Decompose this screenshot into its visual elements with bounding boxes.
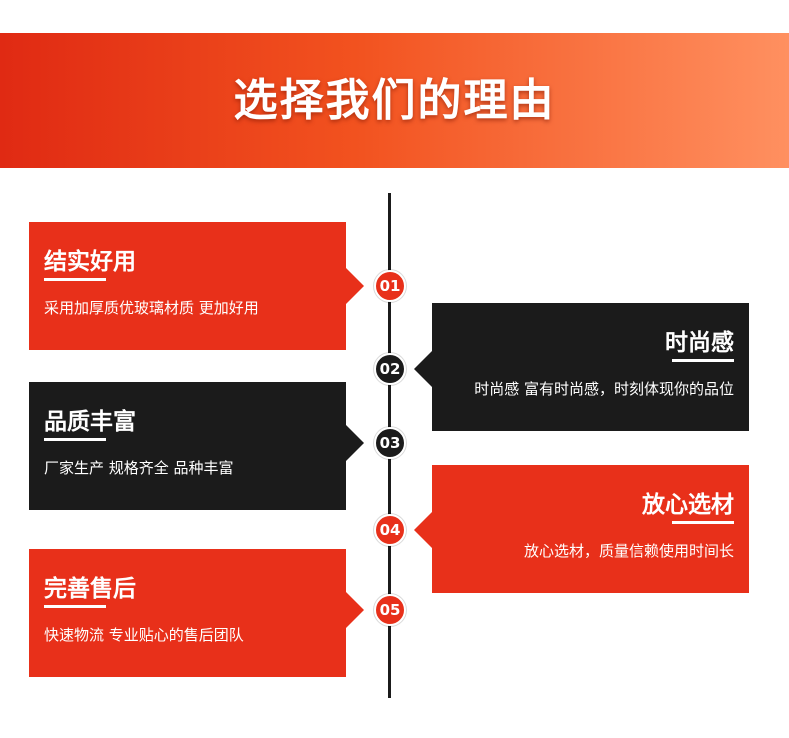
- step-number-badge: 05: [374, 594, 406, 626]
- card-pointer: [414, 512, 432, 548]
- reason-card-4: 放心选材 放心选材，质量信赖使用时间长: [432, 465, 749, 593]
- heading-underline: [44, 438, 106, 441]
- step-number-badge: 02: [374, 353, 406, 385]
- reason-card-5: 完善售后 快速物流 专业贴心的售后团队: [29, 549, 346, 677]
- reason-heading: 放心选材: [642, 492, 734, 518]
- reason-card-1: 结实好用 采用加厚质优玻璃材质 更加好用: [29, 222, 346, 350]
- step-number-badge: 04: [374, 514, 406, 546]
- banner: 选择我们的理由: [0, 33, 789, 168]
- reason-heading: 品质丰富: [44, 409, 136, 435]
- step-number-badge: 01: [374, 270, 406, 302]
- reason-description: 放心选材，质量信赖使用时间长: [523, 542, 734, 560]
- heading-underline: [672, 521, 734, 524]
- banner-title: 选择我们的理由: [233, 75, 556, 126]
- reason-card-3: 品质丰富 厂家生产 规格齐全 品种丰富: [29, 382, 346, 510]
- heading-underline: [44, 605, 106, 608]
- reason-description: 时尚感 富有时尚感，时刻体现你的品位: [474, 380, 734, 398]
- heading-underline: [44, 278, 106, 281]
- step-number-badge: 03: [374, 427, 406, 459]
- heading-underline: [672, 359, 734, 362]
- reason-description: 采用加厚质优玻璃材质 更加好用: [44, 299, 259, 317]
- reason-description: 快速物流 专业贴心的售后团队: [44, 626, 244, 644]
- reason-heading: 结实好用: [44, 249, 136, 275]
- card-pointer: [414, 351, 432, 387]
- card-pointer: [346, 592, 364, 628]
- reason-card-2: 时尚感 时尚感 富有时尚感，时刻体现你的品位: [432, 303, 749, 431]
- card-pointer: [346, 268, 364, 304]
- reason-heading: 完善售后: [44, 576, 136, 602]
- card-pointer: [346, 425, 364, 461]
- reason-description: 厂家生产 规格齐全 品种丰富: [44, 459, 234, 477]
- reason-heading: 时尚感: [665, 330, 734, 356]
